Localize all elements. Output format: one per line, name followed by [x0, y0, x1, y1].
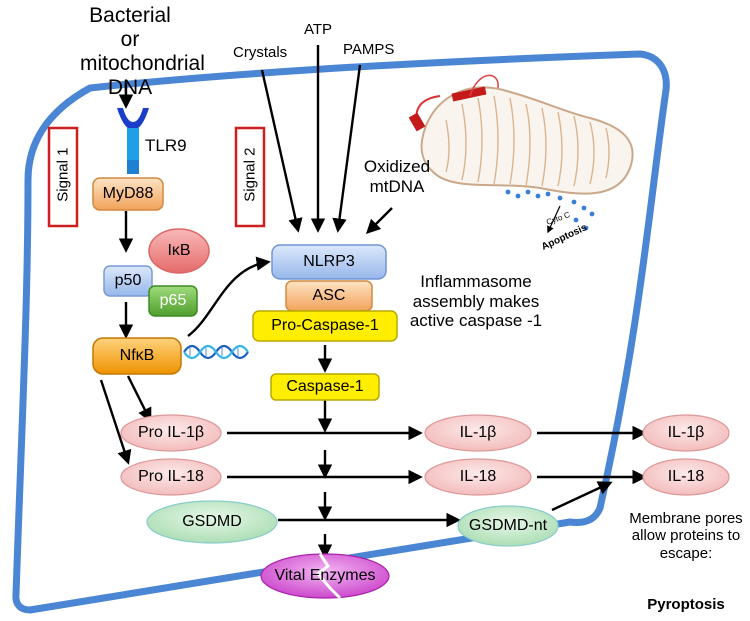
inflammasome-note: Inflammasome assembly makes active caspa…	[409, 272, 543, 331]
pro-il1b-oval	[120, 414, 222, 452]
signal-2-label: Signal 2	[241, 147, 259, 202]
p65-label: p65	[159, 292, 187, 309]
myd88-box	[92, 177, 164, 211]
gsdmd-oval	[146, 500, 278, 544]
pro-il1b-label: Pro IL-1β	[137, 424, 205, 441]
il1b-out-oval	[642, 414, 730, 452]
oxidized-mtdna-label: Oxidized mtDNA	[363, 157, 431, 196]
ikb-oval	[148, 228, 210, 274]
membrane-note: Membrane pores allow proteins to escape:	[629, 510, 743, 562]
gsdmd-nt-label: GSDMD-nt	[468, 517, 548, 534]
nfkb-label: NfκB	[119, 347, 155, 364]
dna-input-label: Bacterial or mitochondrial DNA	[80, 4, 205, 100]
signal-1-label: Signal 1	[54, 147, 72, 202]
nlrp3-box	[271, 244, 387, 280]
cell-membrane	[12, 50, 670, 614]
vital-enzymes-oval	[260, 553, 390, 599]
il18-out-oval	[642, 458, 730, 496]
arrow-gsdmdnt-pore	[551, 481, 613, 512]
il1b-oval	[424, 414, 532, 452]
pyroptosis-label: Pyroptosis	[647, 596, 725, 613]
vital-enzymes-label: Vital Enzymes	[274, 567, 376, 584]
crystals-label: Crystals	[233, 44, 288, 61]
arrow-nfkb-proil18	[99, 379, 132, 465]
procaspase-box	[252, 310, 398, 342]
nfkb-box	[92, 337, 182, 375]
ikb-label: IκB	[167, 242, 191, 259]
il1b-label: IL-1β	[459, 424, 497, 441]
il18-out-label: IL-18	[667, 468, 705, 485]
il18-oval	[424, 458, 532, 496]
arrow-nfkb-proil1b	[126, 375, 152, 423]
signal-2-box	[234, 126, 266, 228]
signal-1-box	[47, 126, 79, 228]
procaspase-label: Pro-Caspase-1	[271, 317, 379, 334]
atp-label: ATP	[304, 21, 333, 38]
p50-box	[103, 265, 153, 297]
myd88-label: MyD88	[102, 185, 154, 202]
gsdmd-nt-oval	[457, 505, 559, 547]
il1b-out-label: IL-1β	[667, 424, 705, 441]
pro-il18-label: Pro IL-18	[138, 468, 204, 485]
pro-il18-oval	[120, 458, 222, 496]
mitochondrion-icon	[408, 74, 634, 234]
tlr9-label: TLR9	[145, 136, 187, 155]
gsdmd-label: GSDMD	[182, 513, 242, 530]
il18-label: IL-18	[459, 468, 497, 485]
arrow-oxidized-nlrp3	[365, 207, 393, 235]
tlr9-receptor-icon	[117, 108, 149, 174]
p65-box	[148, 285, 198, 317]
caspase-label: Caspase-1	[286, 378, 364, 395]
caspase-box	[270, 373, 380, 401]
cleavage-mark-icon	[315, 553, 342, 600]
arrow-p65-nlrp3	[187, 256, 271, 337]
p50-label: p50	[114, 272, 142, 289]
asc-label: ASC	[312, 287, 346, 304]
dna-helix-icon	[183, 344, 249, 360]
arrow-pamps-nlrp3	[332, 64, 362, 233]
arrow-crystals-nlrp3	[260, 69, 303, 233]
nlrp3-label: NLRP3	[303, 253, 355, 270]
pamps-label: PAMPS	[343, 41, 395, 58]
